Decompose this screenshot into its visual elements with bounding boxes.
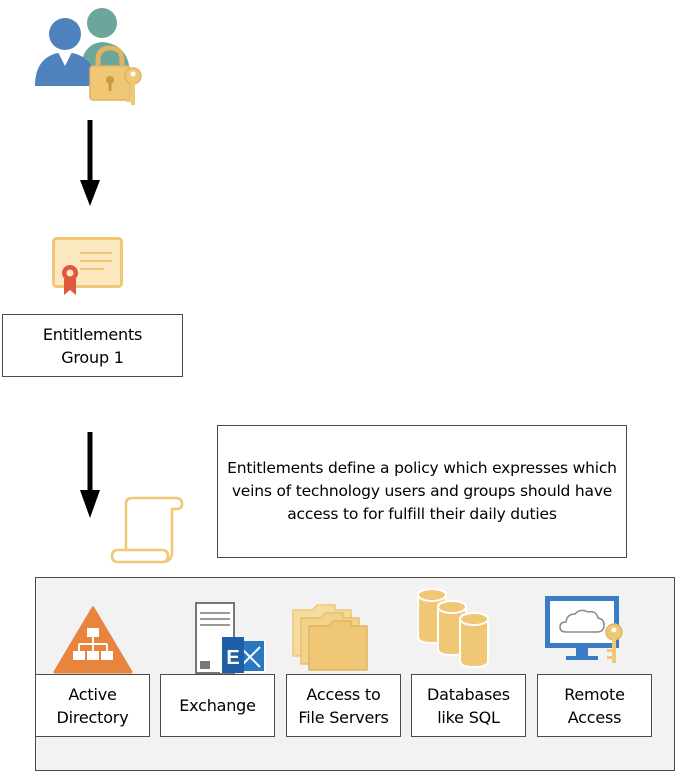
entitlements-group-box: Entitlements Group 1 — [2, 314, 183, 377]
policy-description-text: Entitlements define a policy which expre… — [227, 459, 617, 523]
resource-label-active-directory: Active Directory — [35, 674, 150, 737]
policy-description-box: Entitlements define a policy which expre… — [217, 425, 627, 558]
entitlements-group-label: Entitlements Group 1 — [42, 324, 143, 367]
resource-label-databases: Databases like SQL — [411, 674, 526, 737]
svg-text:E: E — [226, 647, 239, 669]
arrow-down-icon — [80, 120, 100, 206]
resource-label: Exchange — [179, 696, 256, 715]
resource-label: Databases like SQL — [427, 684, 510, 727]
network-hierarchy-icon — [53, 606, 133, 674]
folders-icon — [292, 604, 368, 671]
users-lock-icon — [35, 8, 142, 105]
exchange-server-icon: E — [195, 602, 266, 674]
certificate-icon — [52, 237, 123, 295]
resource-label-remote-access: Remote Access — [537, 674, 652, 737]
resource-label-exchange: Exchange — [160, 674, 275, 737]
resource-label: Remote Access — [564, 684, 625, 727]
scroll-icon — [110, 496, 184, 564]
resource-label: Access to File Servers — [298, 684, 389, 727]
arrow-down-icon — [80, 432, 100, 518]
database-icon — [417, 587, 489, 669]
resource-label-file-servers: Access to File Servers — [286, 674, 401, 737]
resource-label: Active Directory — [56, 684, 129, 727]
remote-monitor-icon — [545, 596, 623, 663]
